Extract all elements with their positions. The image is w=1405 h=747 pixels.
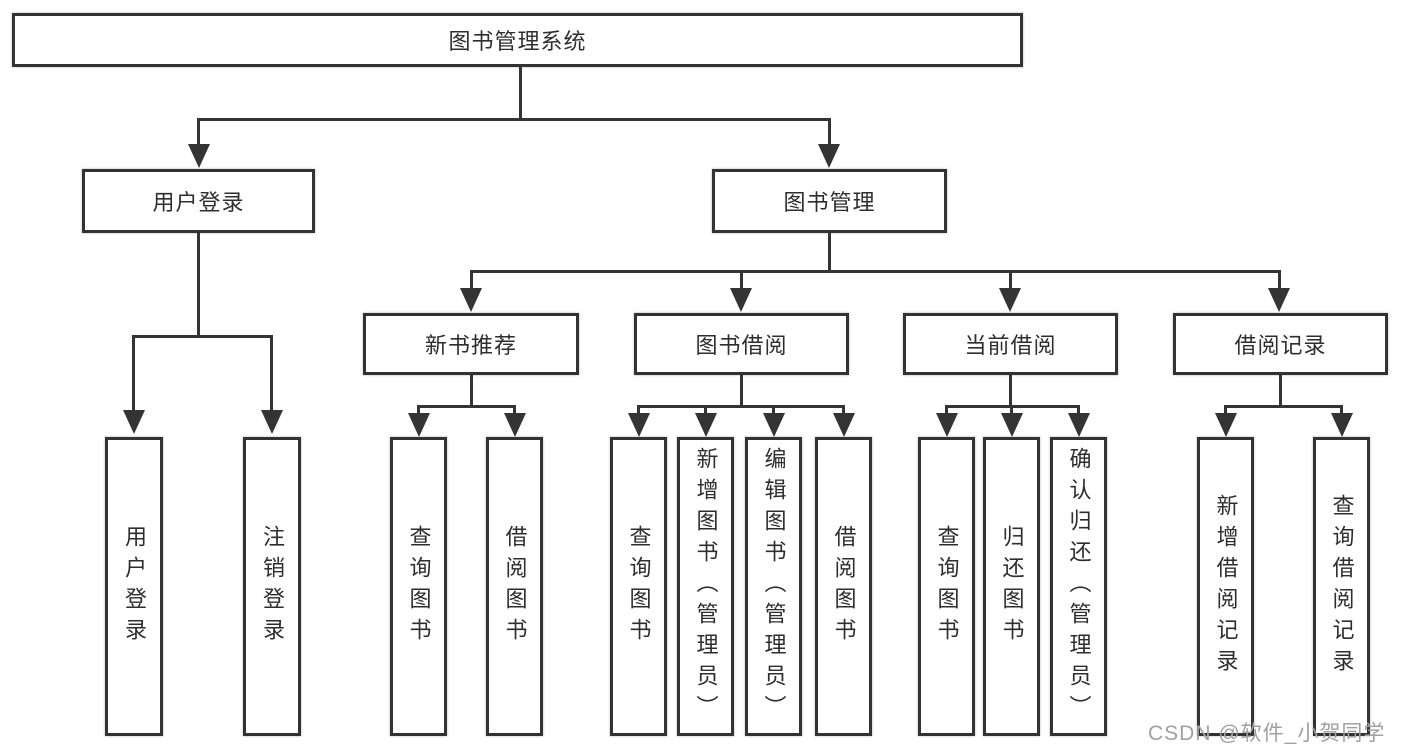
connector-userlogin-hline — [132, 335, 273, 338]
csdn-watermark: CSDN @软件_小贺同学 — [1148, 722, 1386, 745]
node-user-login: 用户登录 — [82, 169, 315, 233]
leaf-nbr-query-books: 查询图书 — [390, 437, 447, 736]
connector-stem — [1278, 270, 1281, 290]
connector-stem — [1340, 405, 1343, 417]
connector-bookmgmt-hline — [470, 270, 1281, 273]
arrowhead-down — [1268, 288, 1290, 312]
leaf-bb-query-books: 查询图书 — [610, 437, 667, 736]
connector-stem — [1224, 405, 1227, 417]
arrowhead-down — [1001, 413, 1023, 437]
connector-br-hline — [1224, 405, 1343, 408]
node-borrow-records: 借阅记录 — [1173, 313, 1388, 375]
arrowhead-down — [1215, 413, 1237, 437]
connector-stem — [417, 405, 420, 417]
arrowhead-down — [123, 410, 145, 434]
connector-stem — [1010, 405, 1013, 417]
connector-stem — [132, 335, 135, 413]
connector-br-vline — [1279, 375, 1282, 408]
arrowhead-down — [460, 288, 482, 312]
node-library-management-system: 图书管理系统 — [12, 13, 1023, 67]
arrowhead-down — [695, 413, 717, 437]
connector-stem — [740, 270, 743, 290]
arrowhead-down — [261, 410, 283, 434]
leaf-user-login: 用户登录 — [105, 437, 163, 736]
leaf-bb-add-books-admin: 新增图书（管理员） — [677, 437, 734, 736]
node-book-borrow: 图书借阅 — [634, 313, 849, 375]
connector-stem — [704, 405, 707, 417]
connector-nbr-hline — [417, 405, 516, 408]
connector-stem — [842, 405, 845, 417]
leaf-bb-borrow-books: 借阅图书 — [815, 437, 872, 736]
connector-bookmgmt-vline — [828, 233, 831, 272]
node-current-borrow: 当前借阅 — [903, 313, 1118, 375]
leaf-nbr-borrow-books: 借阅图书 — [486, 437, 543, 736]
arrowhead-down — [999, 288, 1021, 312]
arrowhead-down — [730, 288, 752, 312]
connector-root-vline — [519, 67, 522, 120]
arrowhead-down — [1068, 413, 1090, 437]
connector-nbr-vline — [470, 375, 473, 408]
leaf-logout: 注销登录 — [243, 437, 301, 736]
arrowhead-down — [833, 413, 855, 437]
arrowhead-down — [936, 413, 958, 437]
node-new-book-recommend: 新书推荐 — [363, 313, 579, 375]
leaf-br-add-record: 新增借阅记录 — [1197, 437, 1254, 736]
connector-userlogin-vline — [197, 233, 200, 337]
connector-stem — [197, 118, 200, 146]
leaf-cb-query-books: 查询图书 — [918, 437, 975, 736]
arrowhead-down — [628, 413, 650, 437]
node-book-management: 图书管理 — [712, 169, 947, 233]
connector-stem — [828, 118, 831, 146]
connector-stem — [945, 405, 948, 417]
leaf-br-query-record: 查询借阅记录 — [1313, 437, 1370, 736]
connector-stem — [1009, 270, 1012, 290]
connector-stem — [772, 405, 775, 417]
connector-bb-hline — [637, 405, 845, 408]
connector-stem — [637, 405, 640, 417]
leaf-cb-confirm-return-admin: 确认归还（管理员） — [1050, 437, 1107, 736]
arrowhead-down — [408, 413, 430, 437]
connector-cb-vline — [1009, 375, 1012, 408]
connector-root-hline — [197, 118, 831, 121]
arrowhead-down — [504, 413, 526, 437]
leaf-bb-edit-books-admin: 编辑图书（管理员） — [745, 437, 802, 736]
arrowhead-down — [188, 144, 210, 168]
connector-stem — [270, 335, 273, 413]
connector-bb-vline — [740, 375, 743, 408]
connector-stem — [513, 405, 516, 417]
arrowhead-down — [818, 144, 840, 168]
arrowhead-down — [763, 413, 785, 437]
leaf-cb-return-books: 归还图书 — [983, 437, 1040, 736]
arrowhead-down — [1331, 413, 1353, 437]
connector-stem — [1077, 405, 1080, 417]
connector-stem — [470, 270, 473, 290]
